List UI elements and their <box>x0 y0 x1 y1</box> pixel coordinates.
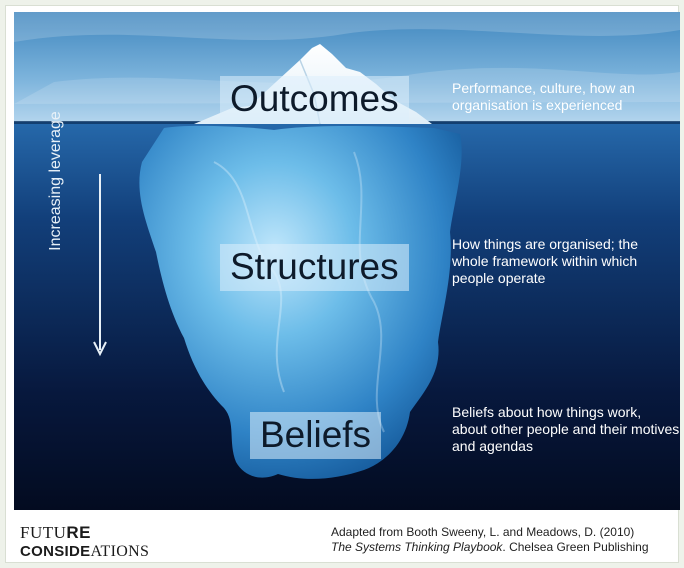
footer: FUTURE CONSIDEATIONS Adapted from Booth … <box>0 510 684 568</box>
submerged-ice <box>139 125 462 479</box>
future-considerations-logo: FUTURE CONSIDEATIONS <box>20 523 150 561</box>
level-label-beliefs: Beliefs <box>250 412 382 459</box>
level-description-outcomes: Performance, culture, how an organisatio… <box>452 80 635 113</box>
level-description-structures: How things are organised; the whole fram… <box>452 236 638 286</box>
citation-book-line: The Systems Thinking Playbook. Chelsea G… <box>331 540 649 554</box>
citation-source: Adapted from Booth Sweeny, L. and Meadow… <box>331 525 635 539</box>
level-label-outcomes: Outcomes <box>220 76 409 123</box>
iceberg-scene: Outcomes Structures Beliefs Performance,… <box>14 12 680 510</box>
iceberg-illustration <box>14 12 680 510</box>
leverage-arrow <box>93 174 107 357</box>
ice-highlight <box>353 151 385 433</box>
cloud <box>14 12 680 42</box>
leverage-label: Increasing leverage <box>47 111 64 251</box>
level-description-beliefs: Beliefs about how things work, about oth… <box>452 404 680 454</box>
level-label-structures: Structures <box>220 244 409 291</box>
citation: Adapted from Booth Sweeny, L. and Meadow… <box>331 525 649 555</box>
